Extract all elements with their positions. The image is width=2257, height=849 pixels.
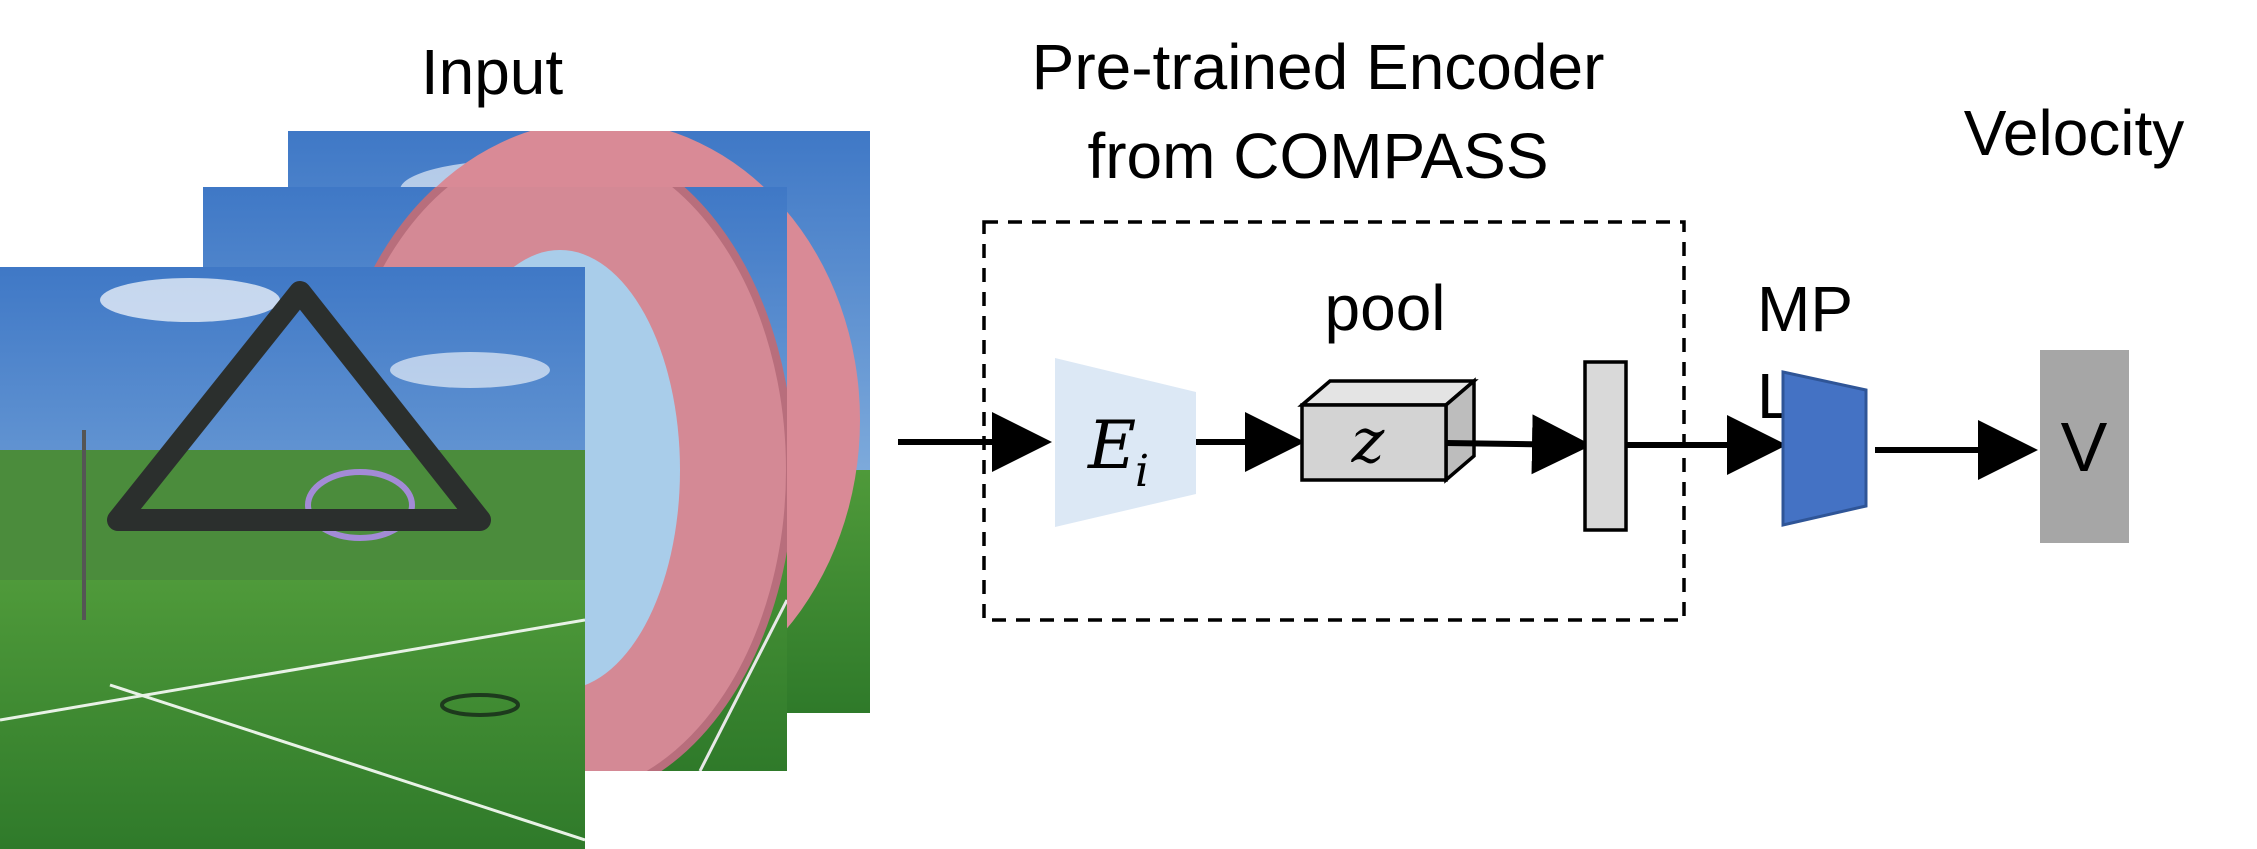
input-title: Input [421, 36, 564, 108]
latent-symbol: z [1351, 404, 1385, 477]
latent-cube [1297, 377, 1479, 484]
output-symbol: V [2061, 408, 2108, 486]
encoder-title-line2: from COMPASS [1087, 120, 1548, 192]
pooled-vector [1583, 360, 1628, 532]
encoder-symbol: E [1087, 407, 1136, 484]
mlp-label-line1: MP [1757, 273, 1853, 345]
velocity-title: Velocity [1964, 97, 2185, 169]
encoder-boundary [982, 220, 1686, 622]
input-frame-front [0, 267, 585, 849]
mlp-block [1781, 370, 1868, 527]
encoder-subscript: i [1135, 446, 1149, 497]
encoder-title-line1: Pre-trained Encoder [1032, 31, 1605, 103]
pool-label: pool [1325, 272, 1446, 344]
arrow-latent-to-pool [1445, 414, 1592, 475]
encoder-block [1055, 358, 1196, 527]
output-block [2040, 350, 2129, 543]
